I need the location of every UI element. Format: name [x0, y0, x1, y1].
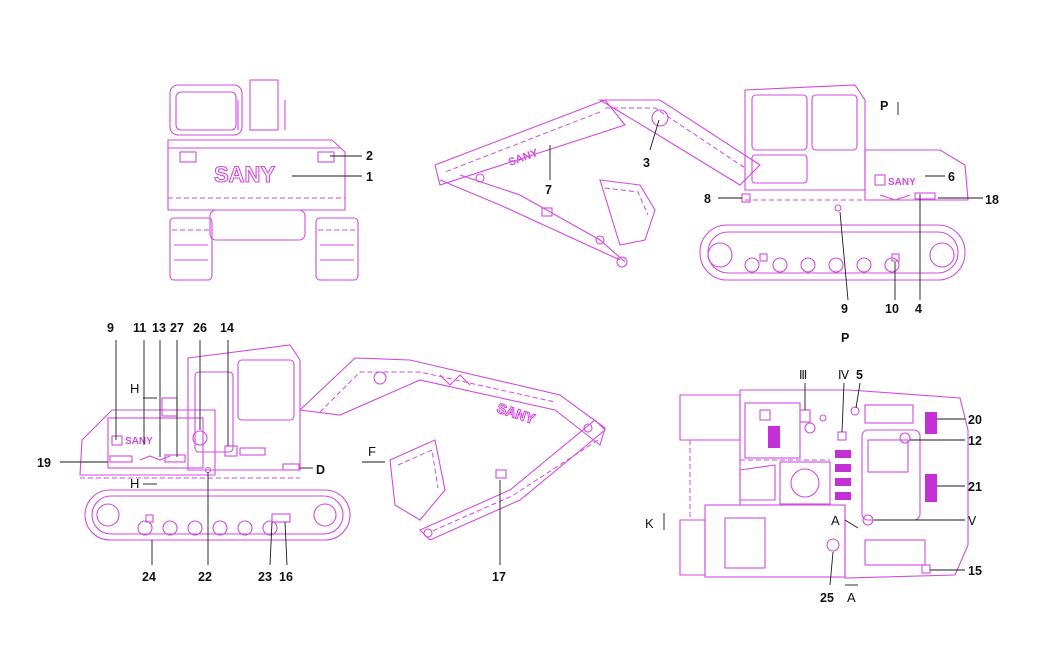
- top-black-decal-21: [925, 474, 937, 502]
- callout-13: 13: [152, 321, 166, 335]
- right-side-view: SANY SANY: [434, 84, 969, 281]
- callout-15: 15: [968, 564, 982, 578]
- view-k-arrow-label: K: [645, 516, 654, 531]
- callout-9-right: 9: [841, 302, 848, 316]
- callout-18: 18: [985, 193, 999, 207]
- side-decal: [874, 174, 886, 186]
- view-f-arrow-label: F: [368, 444, 376, 459]
- roman-iii: Ⅲ: [799, 368, 807, 382]
- callout-8: 8: [704, 192, 711, 206]
- callout-22: 22: [198, 570, 212, 584]
- arm-sany-logo: SANY: [507, 147, 540, 169]
- callout-14: 14: [220, 321, 234, 335]
- callout-27: 27: [170, 321, 184, 335]
- arm-decal: [541, 207, 553, 217]
- roman-v: Ⅴ: [968, 514, 977, 528]
- housing-sany-logo: SANY: [888, 177, 916, 188]
- callout-9-left: 9: [107, 321, 114, 335]
- callout-1: 1: [366, 170, 373, 184]
- top-black-decal-1: [768, 426, 780, 448]
- top-black-decal-20: [925, 412, 937, 434]
- view-p-arrow-label: P: [880, 99, 888, 113]
- left-side-view: SANY SANY: [79, 344, 606, 541]
- rear-decal-left: [179, 151, 197, 163]
- top-view: [679, 389, 969, 579]
- callout-23: 23: [258, 570, 272, 584]
- callout-24: 24: [142, 570, 156, 584]
- rear-view: SANY: [167, 79, 359, 281]
- callout-12: 12: [968, 434, 982, 448]
- roman-iv: Ⅳ: [838, 368, 849, 382]
- callout-6: 6: [948, 170, 955, 184]
- callout-19: 19: [37, 456, 51, 470]
- section-a-inner: A: [831, 513, 840, 528]
- callout-11: 11: [133, 321, 146, 335]
- callout-17: 17: [492, 570, 506, 584]
- callout-26: 26: [193, 321, 207, 335]
- callout-7: 7: [545, 183, 552, 197]
- section-h-top: H: [130, 381, 139, 396]
- callout-25: 25: [820, 591, 834, 605]
- callout-3: 3: [643, 156, 650, 170]
- left-housing-logo: SANY: [125, 436, 153, 447]
- callout-2: 2: [366, 149, 373, 163]
- callout-4: 4: [915, 302, 922, 316]
- rear-decal-right: [317, 151, 335, 163]
- rear-sany-logo: SANY: [214, 162, 275, 187]
- view-d-label: D: [316, 463, 325, 477]
- section-a-bottom: A: [847, 590, 856, 605]
- callout-5: 5: [856, 368, 863, 382]
- view-p-title: P: [841, 331, 849, 345]
- decal-8: [741, 193, 751, 203]
- callout-21: 21: [968, 480, 982, 494]
- callout-16: 16: [279, 570, 293, 584]
- section-h-bottom: H: [130, 476, 139, 491]
- callout-20: 20: [968, 413, 982, 427]
- callout-10: 10: [885, 302, 899, 316]
- boom-sany-logo: SANY: [495, 400, 538, 427]
